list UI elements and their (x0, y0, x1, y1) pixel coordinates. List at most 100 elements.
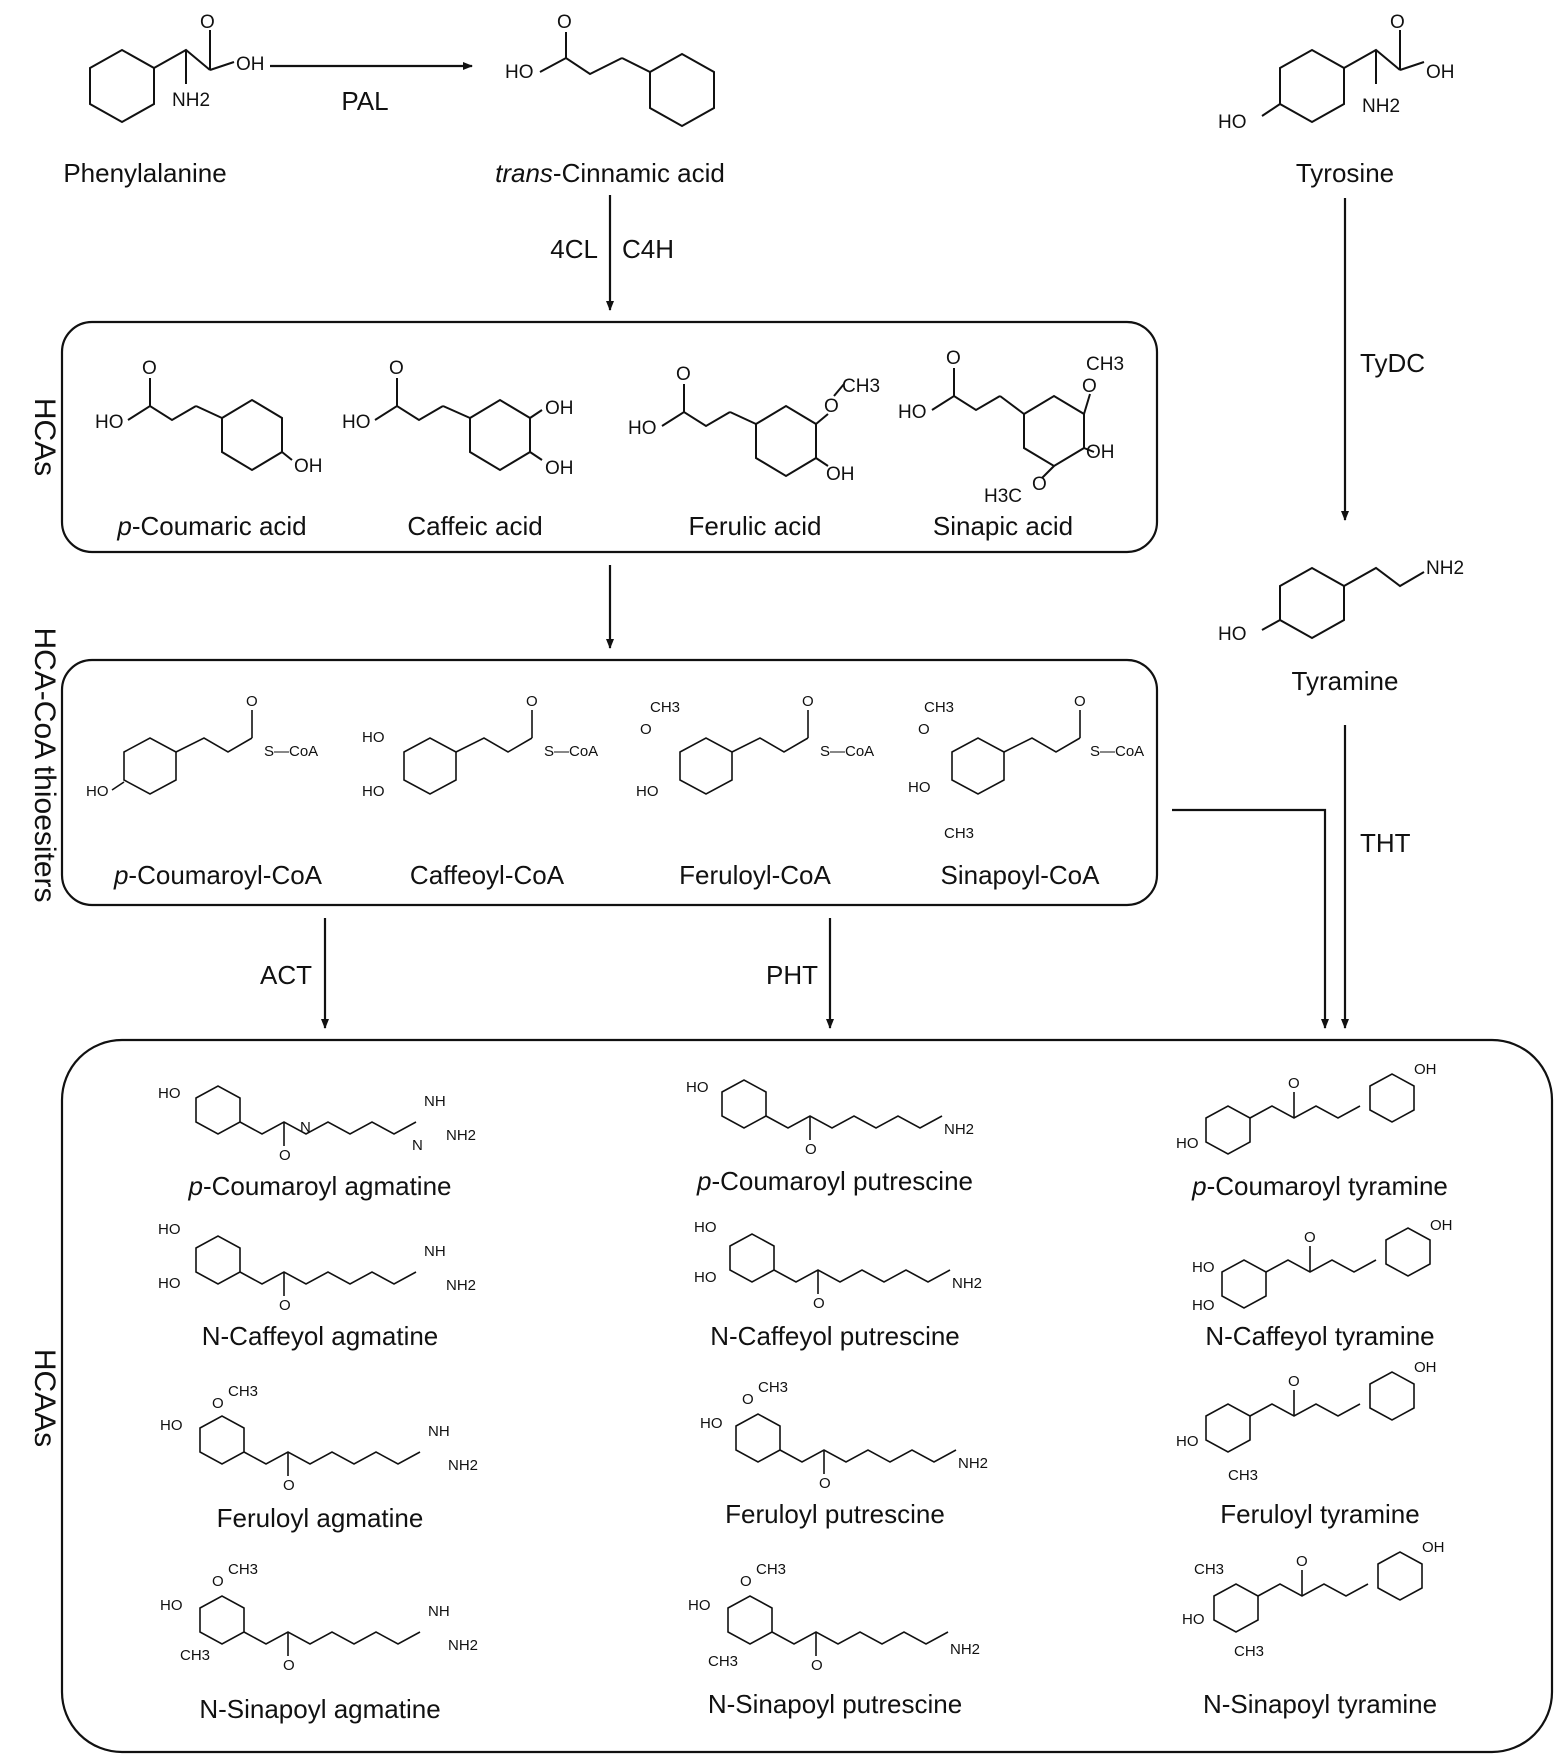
atom-label: HO (160, 1597, 183, 1614)
atom-label: O (819, 1475, 831, 1492)
atom-label: OH (1414, 1061, 1437, 1078)
atom-label: O (1288, 1075, 1300, 1092)
atom-label: O (279, 1297, 291, 1314)
feruloyl-coa-label: Feruloyl-CoA (679, 860, 831, 890)
italic-prefix: p (1191, 1171, 1206, 1201)
cinnamic-acid-label: trans-Cinnamic acid (495, 158, 725, 188)
feruloyl-agmatine-structure: CH3 O HO O NH NH2 (160, 1383, 478, 1494)
atom-label: CH3 (924, 699, 954, 716)
caffeic-acid-structure: HO O OH OH (342, 358, 574, 479)
atom-label: O (918, 721, 930, 738)
atom-label: NH2 (448, 1457, 478, 1474)
atom-label: CH3 (228, 1383, 258, 1400)
atom-label: OH (1426, 62, 1455, 83)
atom-label: O (212, 1573, 224, 1590)
atom-label: HO (898, 402, 927, 423)
feruloyl-tyramine-label: Feruloyl tyramine (1220, 1499, 1419, 1529)
p-coumaroyl-putrescine-label: p-Coumaroyl putrescine (696, 1166, 973, 1196)
atom-label: O (389, 358, 404, 379)
atom-label: CH3 (1234, 1643, 1264, 1660)
atom-label: NH (428, 1423, 450, 1440)
atom-label: O (1296, 1553, 1308, 1570)
atom-label: O (640, 721, 652, 738)
n-caffeyol-tyramine-structure: HO HO O OH (1192, 1217, 1453, 1314)
feruloyl-putrescine-label: Feruloyl putrescine (725, 1499, 945, 1529)
atom-label: HO (636, 783, 659, 800)
p-coumaroyl-tyramine-label: p-Coumaroyl tyramine (1191, 1171, 1448, 1201)
phenylalanine-label: Phenylalanine (63, 158, 226, 188)
atom-label: N (300, 1119, 311, 1136)
n-caffeyol-agmatine-label: N-Caffeyol agmatine (202, 1321, 439, 1351)
atom-label: HO (342, 412, 371, 433)
n-caffeyol-putrescine-label: N-Caffeyol putrescine (710, 1321, 960, 1351)
atom-label: CH3 (650, 699, 680, 716)
atom-label: NH2 (1362, 96, 1400, 117)
atom-label: HO (95, 412, 124, 433)
atom-label: O (1074, 693, 1086, 710)
atom-label: NH2 (446, 1127, 476, 1144)
cinnamic-acid-structure: HO O (505, 12, 715, 128)
ferulic-acid-structure: HO O O CH3 OH (628, 364, 880, 485)
atom-label: HO (628, 418, 657, 439)
atom-label: OH (1414, 1359, 1437, 1376)
atom-label: NH (428, 1603, 450, 1620)
p-coumaroyl-agmatine-structure: HO O N N NH NH2 (158, 1085, 476, 1164)
atom-label: N (412, 1137, 423, 1154)
atom-label: CH3 (842, 376, 880, 397)
act-enzyme-label: ACT (260, 960, 312, 990)
feruloyl-tyramine-structure: HO CH3 O OH (1176, 1359, 1437, 1484)
atom-label: HO (688, 1597, 711, 1614)
atom-label: O (283, 1477, 295, 1494)
atom-label: OH (1422, 1539, 1445, 1556)
atom-label: HO (1176, 1135, 1199, 1152)
italic-prefix: p (113, 860, 128, 890)
atom-label: O (1032, 474, 1047, 495)
atom-label: OH (236, 54, 265, 75)
p-coumaroyl-tyramine-structure: HO O OH (1176, 1061, 1437, 1155)
atom-label: HO (686, 1079, 709, 1096)
sinapoyl-coa-structure: CH3 O HO CH3 O S—CoA (908, 693, 1144, 842)
atom-label: OH (294, 456, 323, 477)
atom-label: NH2 (172, 90, 210, 111)
atom-label: HO (1192, 1259, 1215, 1276)
atom-label: HO (700, 1415, 723, 1432)
p-coumaroyl-coa-label: p-Coumaroyl-CoA (113, 860, 323, 890)
atom-label: NH (424, 1093, 446, 1110)
tydc-enzyme-label: TyDC (1360, 348, 1425, 378)
n-caffeyol-agmatine-structure: HO HO O NH NH2 (158, 1221, 476, 1314)
atom-label: CH3 (1086, 354, 1124, 375)
atom-label: HO (908, 779, 931, 796)
atom-label: O (246, 693, 258, 710)
tyramine-label: Tyramine (1292, 666, 1399, 696)
atom-label: OH (1430, 1217, 1453, 1234)
tyrosine-structure: HO O OH NH2 (1218, 12, 1455, 133)
atom-label: O (740, 1573, 752, 1590)
atom-label: S—CoA (820, 743, 874, 760)
italic-prefix: p (696, 1166, 711, 1196)
caffeoyl-coa-label: Caffeoyl-CoA (410, 860, 565, 890)
atom-label: O (805, 1141, 817, 1158)
atom-label: HO (362, 729, 385, 746)
atom-label: O (802, 693, 814, 710)
atom-label: HO (1176, 1433, 1199, 1450)
n-caffeyol-putrescine-structure: HO HO O NH2 (694, 1219, 982, 1312)
n-caffeyol-tyramine-label: N-Caffeyol tyramine (1205, 1321, 1434, 1351)
atom-label: O (283, 1657, 295, 1674)
phenylalanine-structure: O OH NH2 (89, 12, 265, 124)
atom-label: NH2 (950, 1641, 980, 1658)
hca-coa-group-label: HCA-CoA thioesiters (28, 627, 61, 902)
p-coumaroyl-agmatine-label: p-Coumaroyl agmatine (187, 1171, 451, 1201)
atom-label: NH2 (952, 1275, 982, 1292)
hcaas-box (60, 1038, 1554, 1754)
p-coumaroyl-coa-structure: HO O S—CoA (86, 693, 318, 800)
atom-label: HO (694, 1219, 717, 1236)
4cl-enzyme-label: 4CL (550, 234, 598, 264)
hcas-box (60, 320, 1159, 554)
atom-label: O (212, 1395, 224, 1412)
atom-label: HO (158, 1221, 181, 1238)
atom-label: O (824, 396, 839, 417)
atom-label: S—CoA (544, 743, 598, 760)
sinapoyl-coa-label: Sinapoyl-CoA (941, 860, 1101, 890)
atom-label: O (1288, 1373, 1300, 1390)
